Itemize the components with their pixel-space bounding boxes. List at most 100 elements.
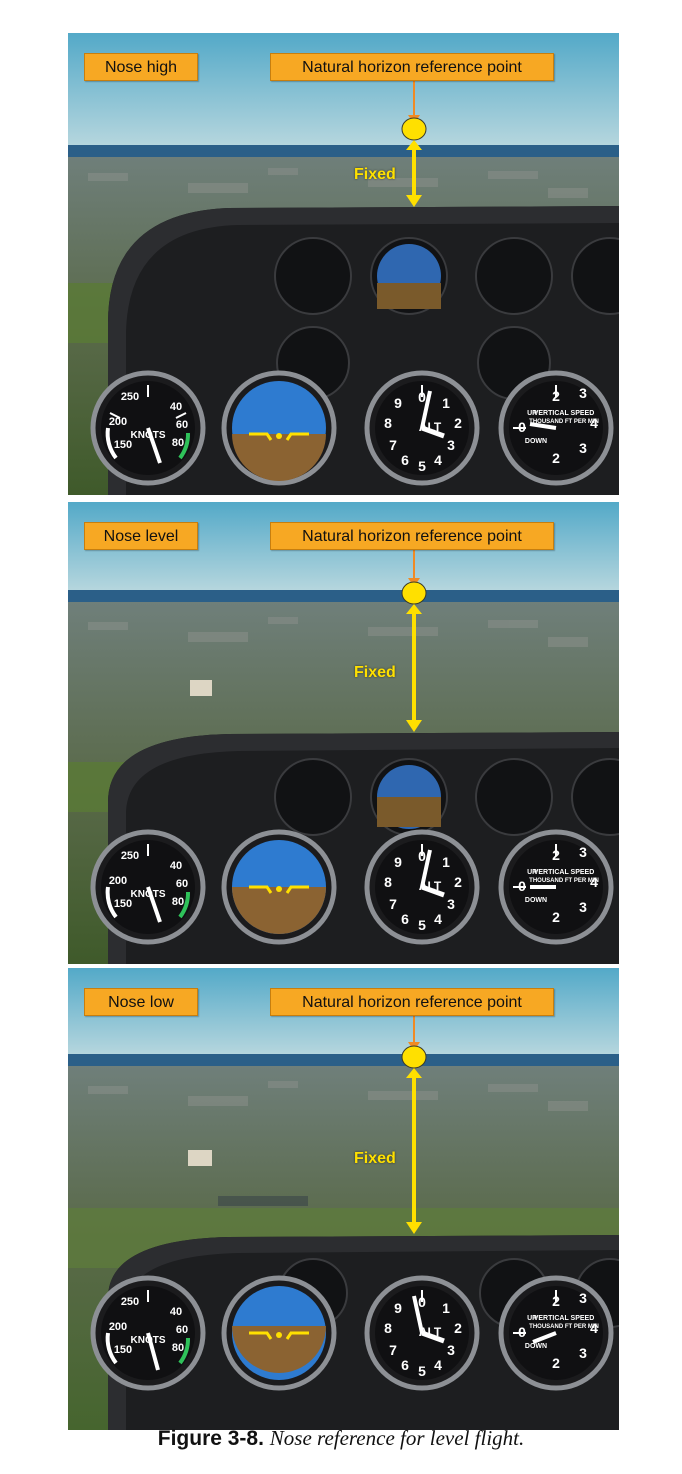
svg-text:UP: UP — [527, 869, 537, 876]
svg-text:8: 8 — [384, 1320, 392, 1336]
figure-title: Nose reference for level flight. — [269, 1426, 525, 1450]
fixed-label: Fixed — [354, 166, 396, 183]
attitude-label: Nose high — [84, 53, 198, 81]
svg-text:3: 3 — [579, 899, 587, 915]
svg-text:2: 2 — [552, 847, 560, 863]
horizon-reference-label: Natural horizon reference point — [270, 53, 554, 81]
svg-text:5: 5 — [418, 917, 426, 933]
svg-text:DOWN: DOWN — [525, 897, 547, 904]
horizon-reference-label: Natural horizon reference point — [270, 522, 554, 550]
svg-text:2: 2 — [454, 1320, 462, 1336]
svg-text:4: 4 — [590, 1320, 598, 1336]
svg-text:THOUSAND FT PER MIN: THOUSAND FT PER MIN — [529, 1324, 599, 1330]
svg-text:2: 2 — [552, 909, 560, 925]
svg-text:0: 0 — [518, 1324, 526, 1340]
svg-text:2: 2 — [552, 450, 560, 466]
svg-text:9: 9 — [394, 854, 402, 870]
svg-text:250: 250 — [121, 391, 139, 403]
svg-text:2: 2 — [454, 415, 462, 431]
svg-text:1: 1 — [442, 854, 450, 870]
svg-text:4: 4 — [590, 415, 598, 431]
svg-text:60: 60 — [176, 419, 188, 431]
svg-text:3: 3 — [447, 896, 455, 912]
svg-text:THOUSAND FT PER MIN: THOUSAND FT PER MIN — [529, 419, 599, 425]
horizon-reference-label: Natural horizon reference point — [270, 988, 554, 1016]
svg-text:250: 250 — [121, 850, 139, 862]
svg-text:0: 0 — [418, 1294, 426, 1310]
svg-text:4: 4 — [590, 874, 598, 890]
svg-text:6: 6 — [401, 1357, 409, 1373]
svg-text:4: 4 — [434, 1357, 442, 1373]
svg-text:200: 200 — [109, 1321, 127, 1333]
attitude-label: Nose level — [84, 522, 198, 550]
svg-text:150: 150 — [114, 439, 132, 451]
svg-text:VERTICAL SPEED: VERTICAL SPEED — [534, 1315, 595, 1322]
svg-text:8: 8 — [384, 874, 392, 890]
svg-text:60: 60 — [176, 1324, 188, 1336]
svg-text:3: 3 — [579, 844, 587, 860]
svg-text:4: 4 — [434, 911, 442, 927]
svg-text:VERTICAL SPEED: VERTICAL SPEED — [534, 410, 595, 417]
svg-text:KNOTS: KNOTS — [131, 430, 166, 441]
svg-text:250: 250 — [121, 1296, 139, 1308]
svg-text:UP: UP — [527, 410, 537, 417]
svg-text:DOWN: DOWN — [525, 1343, 547, 1350]
svg-text:7: 7 — [389, 437, 397, 453]
svg-text:40: 40 — [170, 401, 182, 413]
figure-caption: Figure 3-8. Nose reference for level fli… — [0, 1426, 682, 1451]
svg-text:200: 200 — [109, 416, 127, 428]
attitude-label: Nose low — [84, 988, 198, 1016]
svg-text:6: 6 — [401, 452, 409, 468]
svg-text:4: 4 — [434, 452, 442, 468]
svg-text:ALT: ALT — [419, 420, 442, 434]
svg-text:150: 150 — [114, 1344, 132, 1356]
svg-text:6: 6 — [401, 911, 409, 927]
svg-text:0: 0 — [518, 419, 526, 435]
svg-text:1: 1 — [442, 395, 450, 411]
svg-text:80: 80 — [172, 896, 184, 908]
svg-text:9: 9 — [394, 1300, 402, 1316]
svg-text:0: 0 — [418, 848, 426, 864]
svg-text:60: 60 — [176, 878, 188, 890]
svg-text:3: 3 — [447, 1342, 455, 1358]
svg-text:ALT: ALT — [419, 1325, 442, 1339]
svg-text:200: 200 — [109, 875, 127, 887]
svg-text:40: 40 — [170, 1306, 182, 1318]
svg-text:7: 7 — [389, 1342, 397, 1358]
svg-text:3: 3 — [579, 440, 587, 456]
svg-text:UP: UP — [527, 1315, 537, 1322]
svg-text:9: 9 — [394, 395, 402, 411]
svg-text:150: 150 — [114, 898, 132, 910]
svg-text:5: 5 — [418, 1363, 426, 1379]
svg-text:THOUSAND FT PER MIN: THOUSAND FT PER MIN — [529, 878, 599, 884]
svg-text:2: 2 — [552, 1355, 560, 1371]
svg-text:0: 0 — [518, 878, 526, 894]
svg-text:2: 2 — [552, 388, 560, 404]
svg-text:3: 3 — [579, 1290, 587, 1306]
svg-text:DOWN: DOWN — [525, 438, 547, 445]
svg-text:1: 1 — [442, 1300, 450, 1316]
svg-text:40: 40 — [170, 860, 182, 872]
svg-text:80: 80 — [172, 1342, 184, 1354]
svg-text:3: 3 — [447, 437, 455, 453]
svg-text:2: 2 — [552, 1293, 560, 1309]
svg-text:3: 3 — [579, 1345, 587, 1361]
svg-text:8: 8 — [384, 415, 392, 431]
svg-text:KNOTS: KNOTS — [131, 1335, 166, 1346]
svg-text:VERTICAL SPEED: VERTICAL SPEED — [534, 869, 595, 876]
fixed-label: Fixed — [354, 664, 396, 681]
figure-number: Figure 3-8. — [157, 1427, 264, 1450]
svg-text:0: 0 — [418, 389, 426, 405]
svg-text:2: 2 — [454, 874, 462, 890]
svg-text:3: 3 — [579, 385, 587, 401]
svg-text:5: 5 — [418, 458, 426, 474]
fixed-label: Fixed — [354, 1150, 396, 1167]
svg-text:KNOTS: KNOTS — [131, 889, 166, 900]
svg-text:80: 80 — [172, 437, 184, 449]
